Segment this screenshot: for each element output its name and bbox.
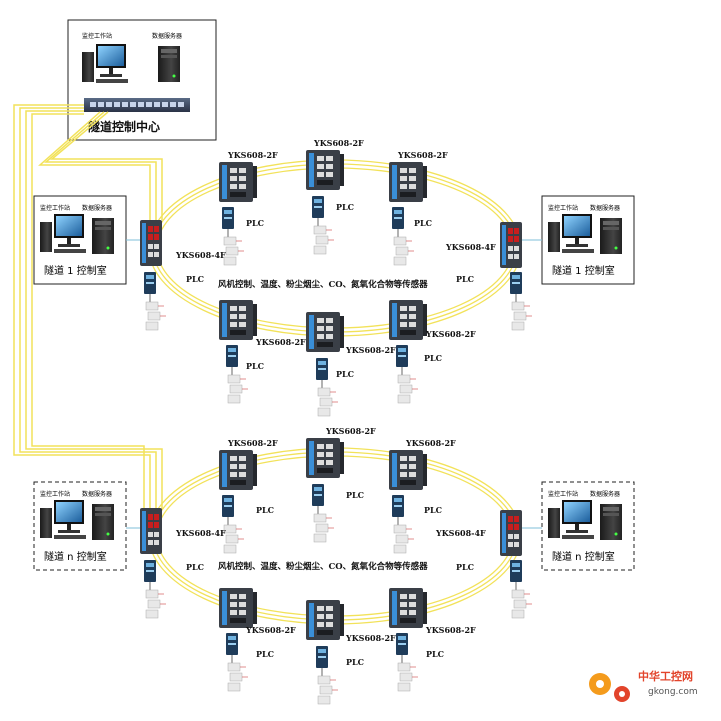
switch-icon bbox=[306, 438, 344, 478]
switch-icon bbox=[389, 450, 427, 490]
plc-label: PLC bbox=[456, 274, 474, 284]
cc-server-icon bbox=[158, 46, 180, 82]
server-icon bbox=[600, 218, 622, 254]
room-label: 隧道 1 控制室 bbox=[44, 264, 107, 277]
room-server-label: 数据服务器 bbox=[590, 204, 620, 212]
plc-label: PLC bbox=[424, 505, 442, 515]
plc-icon bbox=[225, 632, 249, 692]
room-tunnel-1-right: 监控工作站 数据服务器 隧道 1 控制室 bbox=[522, 195, 635, 285]
plc-icon bbox=[311, 483, 335, 543]
switch-icon bbox=[389, 300, 427, 340]
control-center-title: 隧道控制中心 bbox=[88, 119, 160, 134]
switch-icon bbox=[219, 450, 257, 490]
sensor-text: 风机控制、温度、粉尘烟尘、CO、氮氧化合物等传感器 bbox=[218, 279, 428, 290]
plc-label: PLC bbox=[256, 505, 274, 515]
plc-label: PLC bbox=[346, 490, 364, 500]
plc-icon bbox=[509, 271, 533, 331]
room-label: 隧道 n 控制室 bbox=[552, 550, 615, 563]
plc-icon bbox=[311, 195, 335, 255]
switch-label: YKS608-4F bbox=[175, 528, 226, 538]
plc-label: PLC bbox=[456, 562, 474, 572]
plc-icon bbox=[391, 206, 415, 266]
switch-label: YKS608-2F bbox=[345, 633, 396, 643]
switch-label: YKS608-2F bbox=[425, 625, 476, 635]
plc-icon bbox=[395, 632, 419, 692]
room-workstation-label: 监控工作站 bbox=[40, 490, 70, 498]
plc-icon bbox=[225, 344, 249, 404]
server-icon bbox=[92, 504, 114, 540]
switch-icon bbox=[500, 510, 522, 556]
server-icon bbox=[92, 218, 114, 254]
switch-label: YKS608-4F bbox=[445, 242, 496, 252]
sensor-text: 风机控制、温度、粉尘烟尘、CO、氮氧化合物等传感器 bbox=[218, 561, 428, 572]
switch-label: YKS608-2F bbox=[255, 337, 306, 347]
plc-icon bbox=[391, 494, 415, 554]
ring-2-devices: YKS608-2F YKS608-2F YKS608-2F YKS608-4F … bbox=[140, 426, 533, 705]
plc-icon bbox=[509, 559, 533, 619]
switch-icon bbox=[306, 312, 344, 352]
switch-label: YKS608-2F bbox=[313, 138, 364, 148]
room-label: 隧道 1 控制室 bbox=[552, 264, 615, 277]
room-workstation-label: 监控工作站 bbox=[548, 204, 578, 212]
switch-icon bbox=[389, 162, 427, 202]
plc-icon bbox=[315, 645, 339, 705]
switch-label: YKS608-2F bbox=[245, 625, 296, 635]
server-icon bbox=[600, 504, 622, 540]
watermark-en: gkong.com bbox=[648, 687, 698, 697]
plc-label: PLC bbox=[246, 218, 264, 228]
room-server-label: 数据服务器 bbox=[590, 490, 620, 498]
switch-label: YKS608-2F bbox=[325, 426, 376, 436]
room-server-label: 数据服务器 bbox=[82, 204, 112, 212]
ring-1-devices: YKS608-2F YKS608-2F YKS608-2F YKS608-4F … bbox=[140, 138, 533, 417]
switch-icon bbox=[140, 508, 162, 554]
plc-icon bbox=[395, 344, 419, 404]
plc-label: PLC bbox=[336, 202, 354, 212]
plc-icon bbox=[221, 494, 245, 554]
switch-label: YKS608-4F bbox=[435, 528, 486, 538]
core-switch-icon bbox=[84, 98, 190, 112]
switch-icon bbox=[389, 588, 427, 628]
plc-label: PLC bbox=[256, 649, 274, 659]
plc-label: PLC bbox=[186, 562, 204, 572]
switch-label: YKS608-2F bbox=[227, 150, 278, 160]
watermark-cn: 中华工控网 bbox=[638, 669, 693, 683]
switch-label: YKS608-2F bbox=[425, 329, 476, 339]
switch-label: YKS608-4F bbox=[175, 250, 226, 260]
plc-label: PLC bbox=[414, 218, 432, 228]
backbone-fiber bbox=[13, 104, 163, 510]
gear-icon bbox=[589, 673, 630, 702]
switch-icon bbox=[219, 162, 257, 202]
plc-label: PLC bbox=[424, 353, 442, 363]
switch-label: YKS608-2F bbox=[397, 150, 448, 160]
cc-server-label: 数据服务器 bbox=[152, 32, 182, 40]
switch-icon bbox=[500, 222, 522, 268]
room-workstation-label: 监控工作站 bbox=[548, 490, 578, 498]
room-tunnel-n-right: 监控工作站 数据服务器 隧道 n 控制室 bbox=[522, 481, 635, 571]
watermark: 中华工控网 gkong.com bbox=[589, 669, 698, 702]
plc-icon bbox=[315, 357, 339, 417]
plc-label: PLC bbox=[186, 274, 204, 284]
switch-icon bbox=[306, 150, 344, 190]
plc-label: PLC bbox=[336, 369, 354, 379]
room-server-label: 数据服务器 bbox=[82, 490, 112, 498]
switch-label: YKS608-2F bbox=[405, 438, 456, 448]
room-tunnel-n-left: 监控工作站 数据服务器 隧道 n 控制室 bbox=[33, 481, 140, 571]
switch-icon bbox=[219, 300, 257, 340]
room-workstation-label: 监控工作站 bbox=[40, 204, 70, 212]
switch-label: YKS608-2F bbox=[227, 438, 278, 448]
switch-icon bbox=[306, 600, 344, 640]
room-label: 隧道 n 控制室 bbox=[44, 550, 107, 563]
cc-workstation-label: 监控工作站 bbox=[82, 32, 112, 40]
plc-label: PLC bbox=[346, 657, 364, 667]
room-tunnel-1-left: 监控工作站 数据服务器 隧道 1 控制室 bbox=[33, 195, 140, 285]
plc-label: PLC bbox=[426, 649, 444, 659]
switch-label: YKS608-2F bbox=[345, 345, 396, 355]
control-center: 监控工作站 数据服务器 隧道控制中心 bbox=[67, 19, 217, 141]
plc-label: PLC bbox=[246, 361, 264, 371]
switch-icon bbox=[140, 220, 162, 266]
switch-icon bbox=[219, 588, 257, 628]
